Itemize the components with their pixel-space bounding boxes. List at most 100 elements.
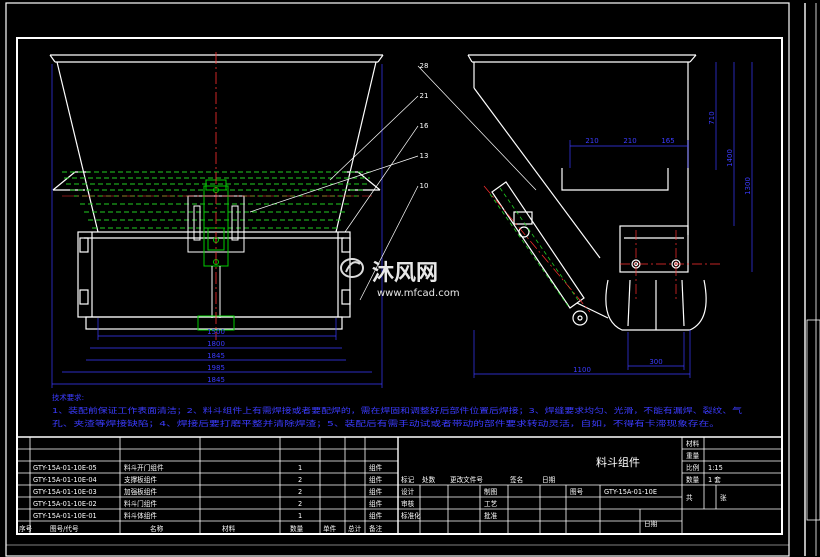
bom-header-material: 材料	[222, 524, 236, 533]
bom-cells: GTY-15A-01-10E-05 料斗开门组件 1 组件 GTY-15A-01…	[19, 463, 383, 533]
tech-line-1: 1、装配前保证工作表面清洁；2、料斗组件上有需焊接或者要配焊的，需在焊固和调整好…	[52, 406, 743, 415]
bom-table	[17, 436, 399, 534]
front-top-rim-left	[49, 54, 56, 63]
tech-title: 技术要求:	[52, 393, 84, 402]
label-count: 处数	[422, 475, 436, 484]
front-right-lug	[341, 237, 351, 253]
bom-row-qty: 1	[298, 464, 302, 472]
bom-row-code: GTY-15A-01-10E-01	[33, 512, 97, 520]
side-dim-210-b: 210	[623, 137, 636, 145]
front-dim-1845-a: 1845	[207, 352, 225, 360]
side-dim-300: 300	[649, 358, 662, 366]
bom-row-name: 支撑板组件	[124, 475, 157, 484]
scale-value: 1:15	[708, 464, 723, 472]
label-design: 设计	[401, 487, 415, 496]
bom-header-unit-weight: 单件	[323, 524, 337, 533]
side-top-rim-right	[689, 54, 697, 63]
side-cylinder-bracket	[513, 211, 533, 225]
front-dim-1985: 1985	[207, 364, 225, 372]
bom-row-note: 组件	[369, 475, 383, 484]
front-lower-box	[77, 231, 351, 318]
front-mechanism-side-left	[193, 205, 201, 241]
label-date: 日期	[644, 520, 658, 528]
bom-header-name: 名称	[150, 524, 164, 533]
bom-row-code: GTY-15A-01-10E-05	[33, 464, 97, 472]
front-left-lug	[79, 237, 89, 253]
balloon-16: 16	[420, 122, 429, 130]
label-weight: 重量	[686, 452, 700, 460]
bom-row-note: 组件	[369, 487, 383, 496]
label-process: 工艺	[484, 500, 498, 508]
side-gate-spine-1	[627, 279, 631, 327]
front-dimensions	[51, 64, 383, 388]
front-dim-1845-b: 1845	[207, 376, 225, 384]
side-cylinder-wheel-hub	[577, 315, 583, 321]
label-approve: 批准	[484, 511, 498, 520]
label-scale: 比例	[686, 463, 700, 472]
side-centerlines	[483, 185, 720, 313]
bom-row-qty: 2	[298, 500, 302, 508]
front-mechanism-plate	[203, 185, 229, 267]
bom-row-note: 组件	[369, 499, 383, 508]
side-dimensions	[473, 62, 753, 378]
side-cylinder-body	[491, 181, 585, 309]
side-lower-box	[619, 225, 689, 273]
watermark-logo	[340, 258, 364, 278]
side-gate-door-right	[660, 279, 707, 331]
title-drawing-name: 料斗组件	[596, 455, 640, 469]
front-top-rim-right	[377, 54, 384, 63]
front-left-taper	[56, 61, 99, 233]
balloons: 28 21 16 13 10	[420, 62, 429, 190]
quantity-value: 1 套	[708, 475, 721, 484]
side-dim-1100: 1100	[573, 366, 591, 374]
tech-line-2: 孔、夹渣等焊接缺陷；4、焊接后要打磨平整并清除焊渣；5、装配后有需手动试或者带动…	[52, 419, 720, 428]
label-total-sheets: 共	[686, 493, 693, 502]
label-sheet: 张	[720, 493, 727, 502]
front-mechanism-side-right	[231, 205, 239, 241]
right-sheet-fragment	[806, 319, 820, 521]
label-check: 审核	[401, 499, 415, 508]
sheet-outer-border	[5, 2, 790, 557]
side-inner-rim	[561, 168, 669, 191]
sheet-inner-border	[16, 37, 783, 535]
balloon-21: 21	[420, 92, 429, 100]
bom-row-code: GTY-15A-01-10E-02	[33, 500, 97, 508]
side-dim-165: 165	[661, 137, 674, 145]
front-bottom-plate	[85, 316, 343, 330]
label-marks: 标记	[401, 475, 415, 484]
balloon-28: 28	[420, 62, 429, 70]
bom-header-total-weight: 总计	[348, 524, 362, 533]
front-view	[49, 54, 384, 330]
bom-row-qty: 2	[298, 488, 302, 496]
label-standard: 标准化	[401, 511, 421, 520]
bom-row-name: 料斗体组件	[124, 511, 157, 520]
technical-requirements: 技术要求: 1、装配前保证工作表面清洁；2、料斗组件上有需焊接或者要配焊的，需在…	[52, 393, 743, 428]
balloon-13: 13	[420, 152, 429, 160]
bom-header-qty: 数量	[290, 524, 304, 533]
label-signdate: 日期	[542, 476, 556, 484]
side-dim-210-a: 210	[585, 137, 598, 145]
drawing-number: GTY-15A-01-10E	[604, 488, 657, 496]
side-cylinder-pin	[518, 226, 530, 238]
bom-row-note: 组件	[369, 511, 383, 520]
label-drawing-no: 图号	[570, 488, 584, 496]
bom-row-name: 加强板组件	[124, 487, 157, 496]
label-draw: 制图	[484, 487, 498, 496]
label-quantity: 数量	[686, 475, 700, 484]
side-dim-1300: 1300	[744, 177, 752, 195]
bom-row-code: GTY-15A-01-10E-03	[33, 488, 97, 496]
side-slope	[473, 87, 601, 259]
side-gate-door-left	[605, 279, 660, 331]
balloon-10: 10	[420, 182, 429, 190]
title-block-grid	[398, 436, 782, 534]
side-dim-710: 710	[708, 111, 716, 124]
side-dimension-labels: 710 1400 1300 210 210 165 1100 300	[573, 111, 752, 374]
watermark-url: www.mfcad.com	[377, 288, 460, 299]
side-cylinder-rod	[576, 302, 609, 319]
balloon-leaders	[249, 65, 537, 301]
side-gate-spine-3	[681, 279, 685, 327]
label-sign: 签名	[510, 475, 523, 484]
bom-header-note: 备注	[369, 524, 383, 533]
bom-header-seq: 序号	[19, 524, 33, 533]
